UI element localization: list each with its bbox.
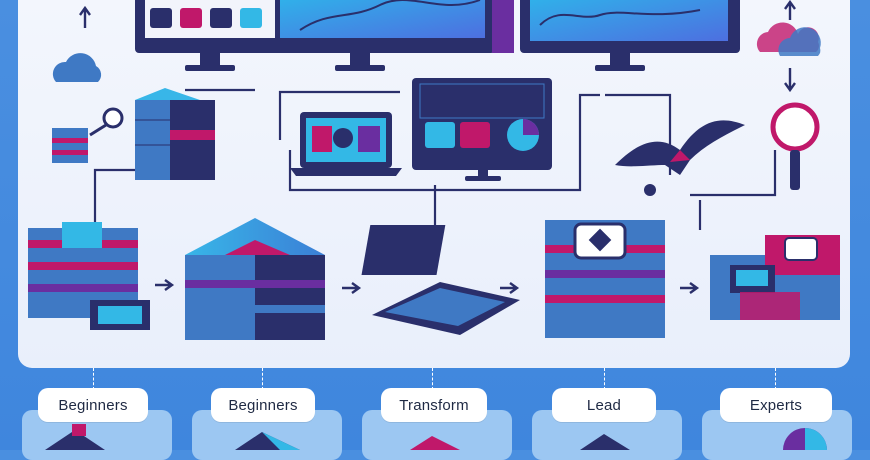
stage-label-lead: Lead bbox=[552, 388, 656, 422]
monitor-icon bbox=[135, 0, 495, 71]
stage-thumbnails bbox=[45, 424, 827, 450]
magnifier-icon bbox=[89, 107, 124, 137]
stage-label-experts: Experts bbox=[720, 388, 832, 422]
server-stack-icon bbox=[545, 220, 665, 338]
connector-line bbox=[432, 368, 434, 390]
laptop-icon bbox=[361, 225, 520, 335]
server-stack-icon bbox=[185, 218, 325, 340]
connector-line bbox=[93, 368, 95, 390]
server-stack-icon bbox=[135, 88, 215, 180]
server-stack-icon bbox=[710, 235, 840, 320]
monitor-icon bbox=[520, 0, 740, 71]
cloud-icon bbox=[52, 53, 102, 82]
arrow-right-icon bbox=[79, 0, 796, 294]
bird-icon bbox=[615, 120, 745, 196]
laptop-icon bbox=[290, 112, 402, 176]
cloud-icon bbox=[756, 22, 821, 56]
connector-line bbox=[775, 368, 777, 390]
magnifier-icon bbox=[770, 102, 820, 190]
process-illustration bbox=[28, 0, 840, 340]
stage-label-beginners: Beginners bbox=[38, 388, 148, 422]
stage-label-transform: Transform bbox=[381, 388, 487, 422]
monitor-icon bbox=[412, 78, 552, 181]
connector-line bbox=[262, 368, 264, 390]
server-stack-icon bbox=[28, 222, 150, 330]
stage-label-beginners-2: Beginners bbox=[211, 388, 315, 422]
server-stack-icon bbox=[52, 128, 88, 163]
connector-line bbox=[604, 368, 606, 390]
